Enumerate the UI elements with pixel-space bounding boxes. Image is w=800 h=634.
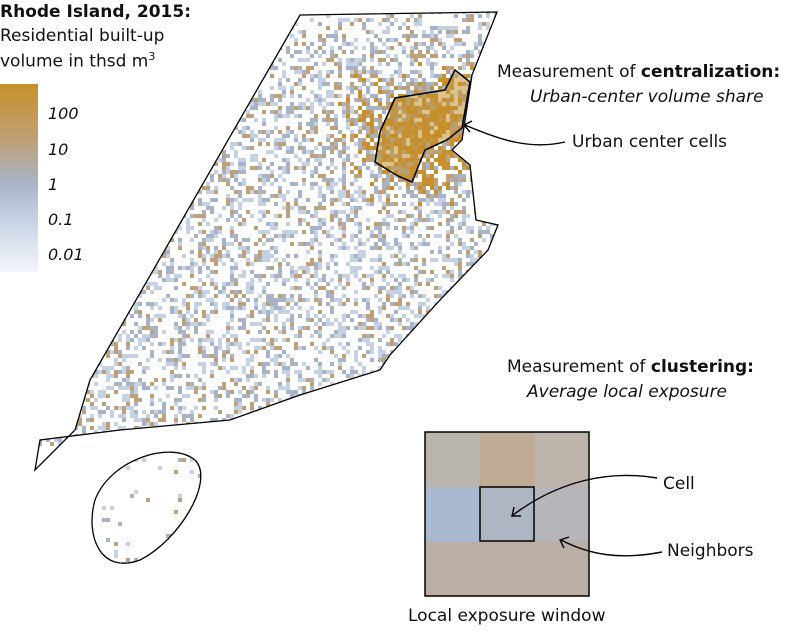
window-cell bbox=[479, 541, 535, 597]
neighbors-label: Neighbors bbox=[667, 541, 754, 561]
urban-center-arrow bbox=[464, 124, 566, 146]
window-cell bbox=[534, 541, 590, 597]
window-label: Local exposure window bbox=[408, 606, 606, 626]
urban-center-outline bbox=[374, 68, 471, 184]
legend-title: Rhode Island, 2015: bbox=[0, 2, 191, 22]
clustering-heading: Measurement of clustering: bbox=[507, 357, 754, 377]
centralization-subtitle: Urban-center volume share bbox=[530, 87, 764, 107]
window-cell bbox=[425, 486, 480, 542]
legend-subtitle-line1: Residential built-up bbox=[0, 26, 165, 46]
local-exposure-window bbox=[425, 432, 590, 597]
legend-label-0.01: 0.01 bbox=[48, 245, 84, 264]
block-island-outline bbox=[91, 451, 202, 564]
clustering-subtitle: Average local exposure bbox=[527, 382, 728, 402]
legend-label-10: 10 bbox=[48, 140, 69, 159]
block-island-raster bbox=[92, 452, 201, 564]
legend-subtitle-line2: volume in thsd m3 bbox=[0, 50, 156, 72]
legend-label-0.1: 0.1 bbox=[48, 210, 74, 229]
window-cell bbox=[479, 486, 535, 542]
window-cell bbox=[534, 486, 590, 542]
legend-colorbar bbox=[0, 84, 38, 272]
window-cell bbox=[425, 541, 480, 597]
neighbors-arrow bbox=[560, 539, 663, 557]
cell-outline bbox=[479, 486, 535, 542]
legend-label-1: 1 bbox=[48, 175, 59, 194]
centralization-heading: Measurement of centralization: bbox=[497, 62, 781, 82]
cell-label: Cell bbox=[663, 474, 695, 494]
window-cell bbox=[534, 432, 590, 487]
window-cell bbox=[425, 432, 480, 487]
window-outline bbox=[424, 431, 590, 597]
built-up-volume-raster bbox=[35, 12, 498, 446]
legend-label-100: 100 bbox=[48, 104, 79, 123]
cell-arrow bbox=[512, 474, 658, 516]
urban-center-label: Urban center cells bbox=[572, 132, 728, 152]
window-cell bbox=[479, 432, 535, 487]
rhode-island-outline bbox=[34, 11, 499, 472]
